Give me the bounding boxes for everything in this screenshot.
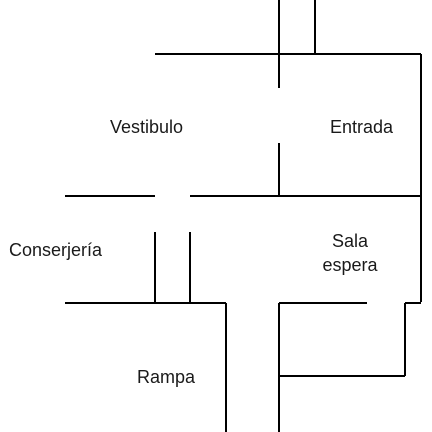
room-label-conserjeria: Conserjería	[9, 240, 103, 260]
room-label-sala-espera: Sala espera	[322, 231, 378, 275]
room-label-entrada: Entrada	[330, 117, 394, 137]
room-label-rampa: Rampa	[137, 367, 196, 387]
room-label-vestibulo: Vestibulo	[110, 117, 184, 137]
